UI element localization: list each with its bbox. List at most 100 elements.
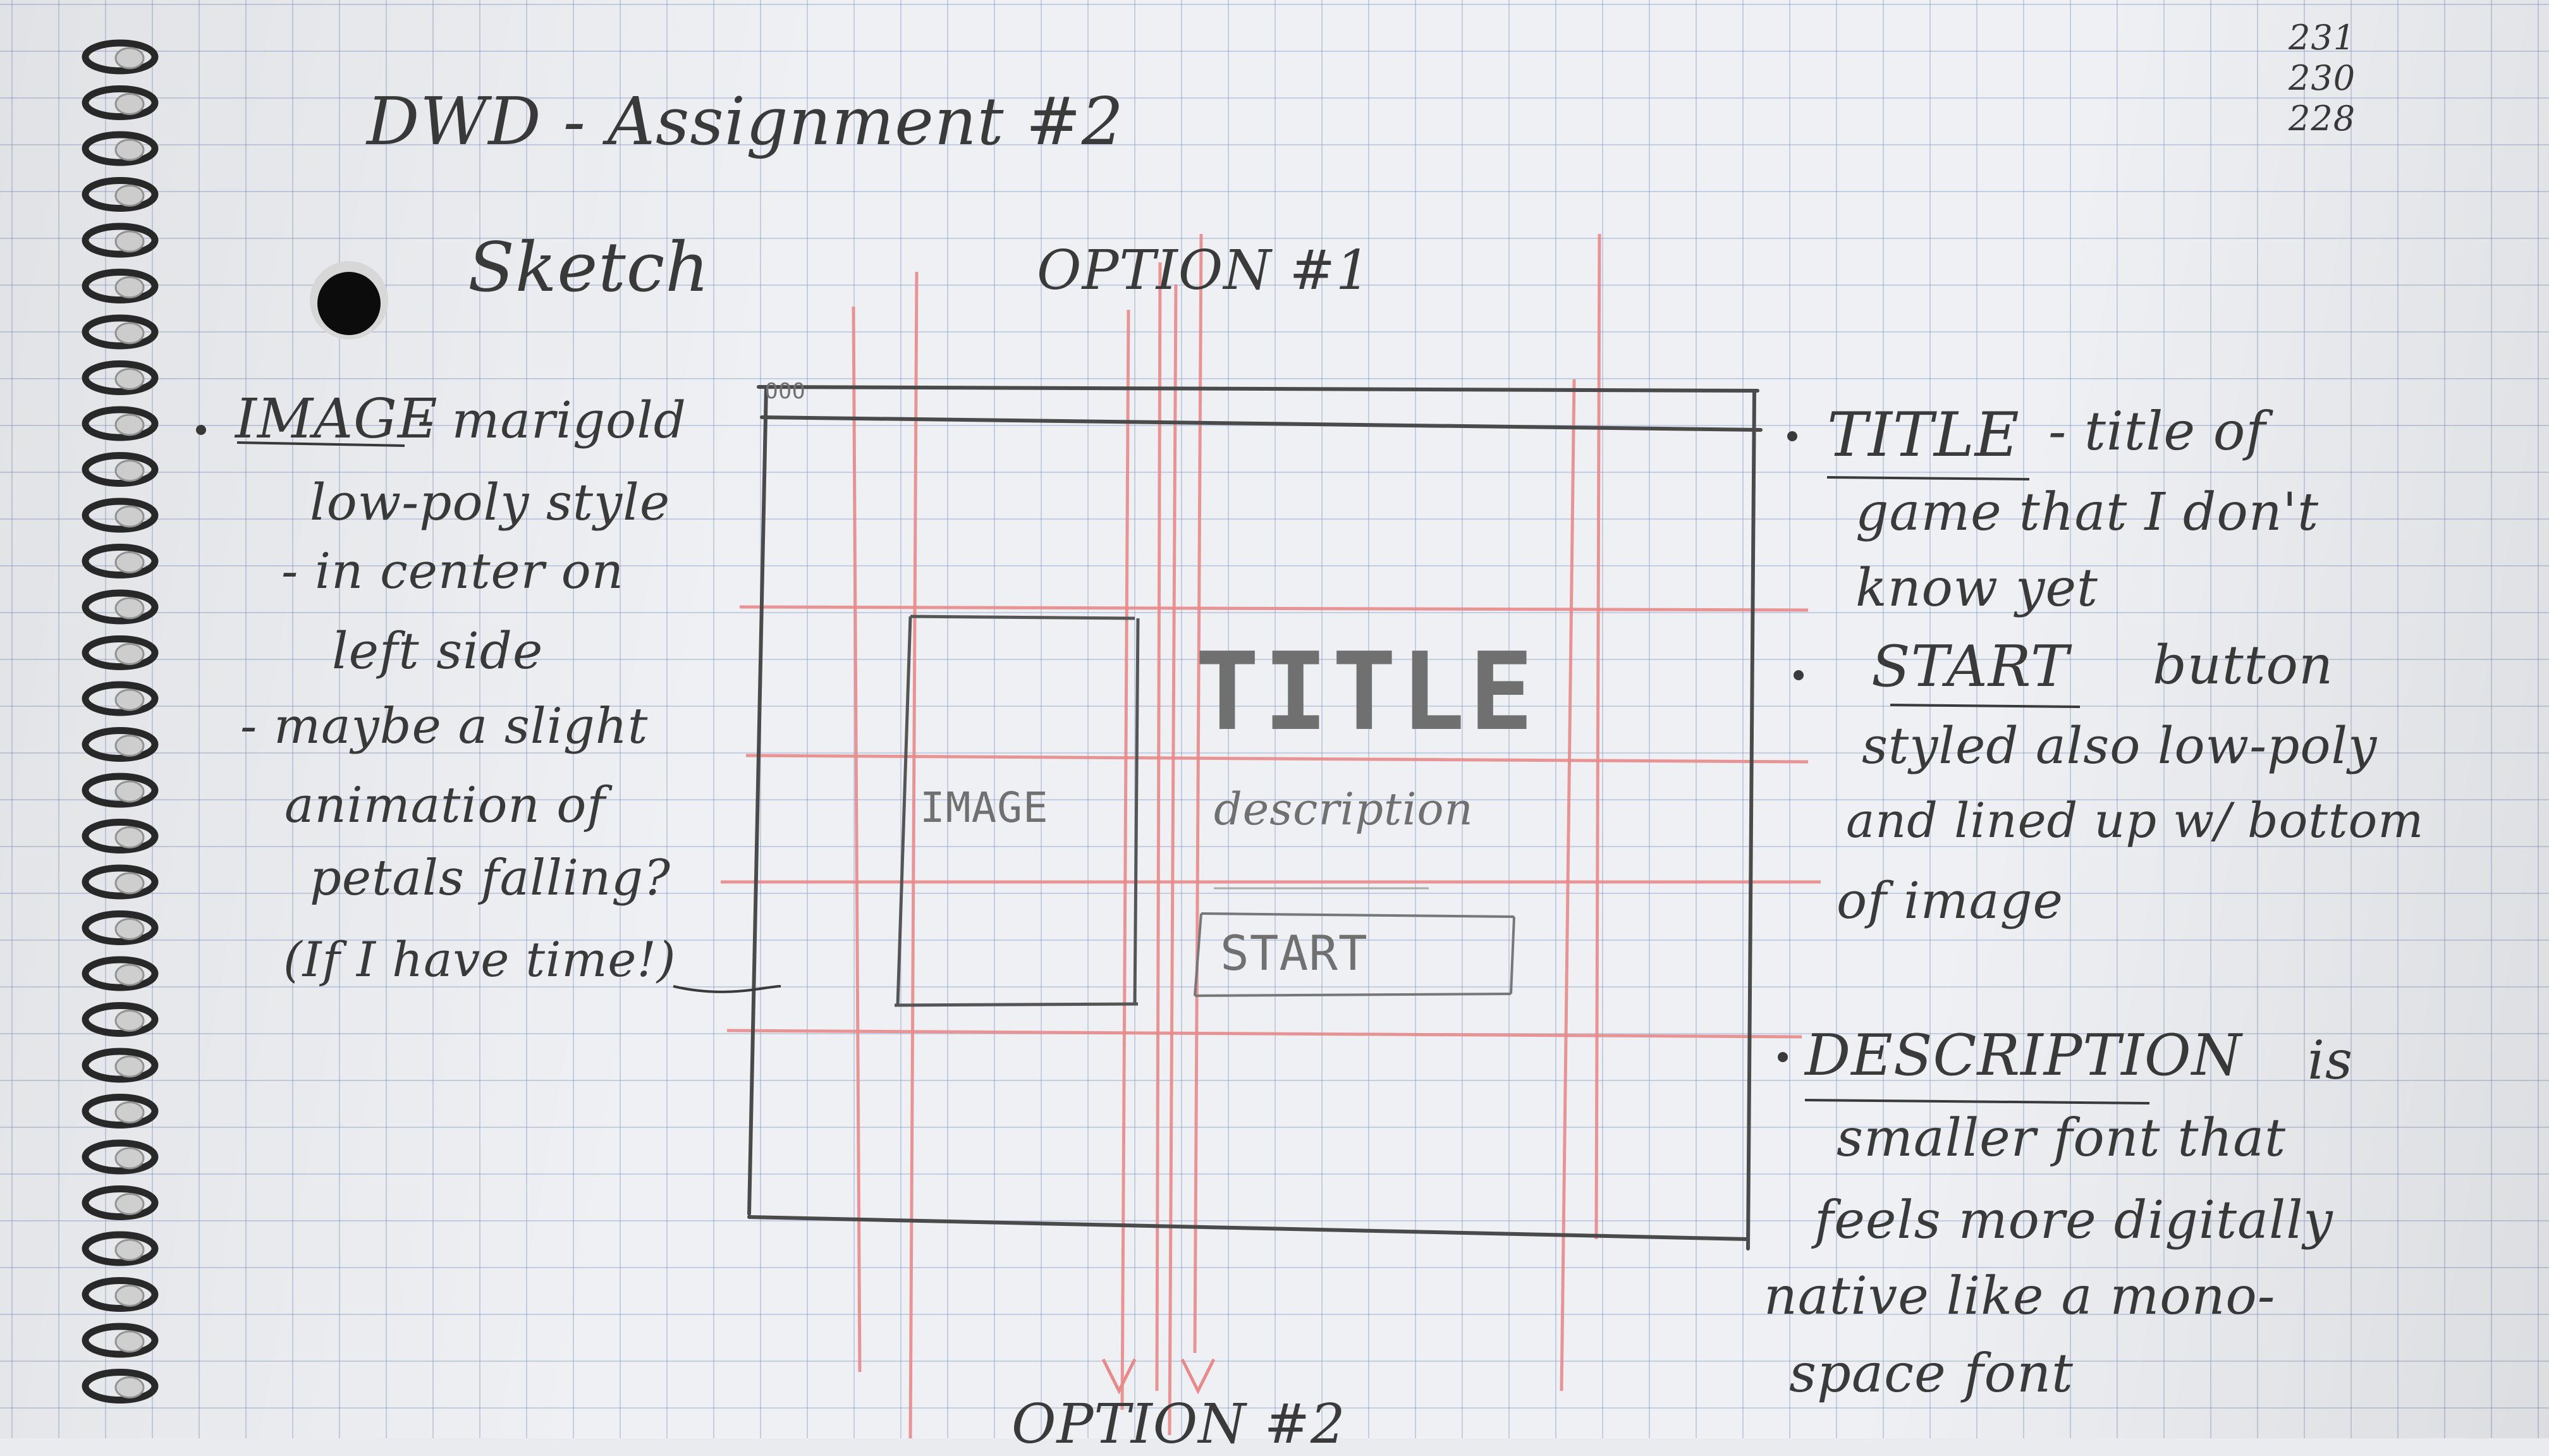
note-description-line: space font bbox=[1789, 1342, 2074, 1404]
note-description-heading: DESCRIPTION bbox=[1805, 1022, 2242, 1089]
spiral-coil bbox=[82, 589, 159, 625]
binding-hole bbox=[114, 505, 145, 528]
binding-hole bbox=[114, 964, 145, 986]
note-start-heading: START bbox=[1871, 633, 2069, 700]
spiral-coil bbox=[82, 727, 159, 762]
spiral-coil bbox=[82, 1185, 159, 1220]
spiral-coil bbox=[82, 1369, 159, 1404]
browser-dots-icon: OOO bbox=[765, 379, 806, 404]
spiral-coil bbox=[82, 1231, 159, 1266]
corner-number: 230 bbox=[2289, 58, 2356, 98]
binding-hole bbox=[114, 1147, 145, 1170]
binding-hole bbox=[114, 597, 145, 620]
page-corner-numbers: 231 230 228 bbox=[2289, 18, 2377, 139]
binding-hole bbox=[114, 1330, 145, 1353]
binding-hole bbox=[114, 276, 145, 298]
punched-hole bbox=[317, 272, 381, 335]
spiral-coil bbox=[82, 131, 159, 166]
binding-hole bbox=[114, 413, 145, 436]
note-image-line: animation of bbox=[284, 777, 606, 834]
spiral-coil bbox=[82, 406, 159, 441]
binding-hole bbox=[114, 872, 145, 895]
binding-hole bbox=[114, 47, 145, 70]
spiral-coil bbox=[82, 681, 159, 716]
binding-hole bbox=[114, 688, 145, 711]
binding-hole bbox=[114, 1101, 145, 1123]
spiral-coil bbox=[82, 1048, 159, 1083]
note-description-line: smaller font that bbox=[1837, 1108, 2287, 1168]
spiral-coil bbox=[82, 773, 159, 808]
note-description-line: is bbox=[2308, 1029, 2353, 1091]
underlines bbox=[236, 441, 2150, 1104]
binding-hole bbox=[114, 1239, 145, 1261]
wireframe-title-label: TITLE bbox=[1195, 630, 1537, 755]
binding-hole bbox=[114, 1010, 145, 1032]
note-image-line: (If I have time!) bbox=[283, 931, 676, 988]
spiral-coil bbox=[82, 544, 159, 578]
spiral-coil bbox=[82, 1002, 159, 1037]
red-arrow-heads bbox=[1101, 1358, 1216, 1395]
spiral-coil bbox=[82, 360, 159, 395]
spiral-coil bbox=[82, 819, 159, 853]
spiral-coil bbox=[82, 177, 159, 212]
spiral-coil bbox=[82, 314, 159, 350]
note-start-line: of image bbox=[1837, 871, 2063, 930]
wireframe-start-label: START bbox=[1220, 925, 1368, 981]
binding-hole bbox=[114, 1055, 145, 1078]
red-guides-vertical bbox=[852, 233, 1601, 1438]
option-2-label: OPTION #2 bbox=[1012, 1393, 1346, 1456]
note-start-line: and lined up w/ bottom bbox=[1846, 792, 2424, 848]
spiral-coil bbox=[82, 1139, 159, 1175]
wireframe-image-label: IMAGE bbox=[920, 783, 1049, 832]
red-guides-horizontal bbox=[721, 605, 1821, 1039]
spiral-coil bbox=[82, 635, 159, 670]
page-header: DWD - Assignment #2 bbox=[367, 83, 1124, 160]
binding-hole bbox=[114, 138, 145, 161]
bullet-dots bbox=[196, 425, 1804, 1062]
binding-hole bbox=[114, 185, 145, 207]
note-title-heading: TITLE bbox=[1827, 400, 2020, 470]
spiral-coil bbox=[82, 864, 159, 900]
note-image-line: - maybe a slight bbox=[240, 698, 649, 755]
note-image-line: low-poly style bbox=[310, 473, 671, 532]
scribble-mark bbox=[673, 985, 781, 993]
binding-hole bbox=[114, 1193, 145, 1215]
browser-window-frame bbox=[747, 385, 1763, 1251]
note-image-line: - marigold bbox=[417, 391, 687, 450]
binding-hole bbox=[114, 1285, 145, 1307]
spiral-coil bbox=[82, 1323, 159, 1358]
binding-hole bbox=[114, 918, 145, 940]
image-placeholder-box bbox=[894, 615, 1140, 1007]
note-start-line: styled also low-poly bbox=[1862, 716, 2378, 775]
note-title-line: know yet bbox=[1855, 558, 2098, 618]
section-heading: Sketch bbox=[468, 228, 710, 307]
wireframe-description-label: description bbox=[1214, 783, 1474, 835]
note-description-line: native like a mono- bbox=[1764, 1266, 2276, 1326]
note-title-line: - title of bbox=[2048, 400, 2266, 462]
note-image-line: - in center on bbox=[281, 543, 624, 600]
binding-hole bbox=[114, 780, 145, 803]
spiral-coil bbox=[82, 223, 159, 258]
spiral-coil bbox=[82, 452, 159, 487]
spiral-coil bbox=[82, 498, 159, 533]
note-image-line: left side bbox=[332, 621, 544, 680]
binding-hole bbox=[114, 93, 145, 115]
corner-number: 228 bbox=[2289, 99, 2356, 138]
spiral-coil bbox=[82, 39, 159, 75]
option-1-label: OPTION #1 bbox=[1037, 239, 1371, 302]
binding-hole bbox=[114, 460, 145, 482]
binding-hole bbox=[114, 735, 145, 757]
binding-hole bbox=[114, 551, 145, 573]
corner-number: 231 bbox=[2289, 18, 2356, 58]
spiral-coil bbox=[82, 910, 159, 945]
binding-hole bbox=[114, 643, 145, 665]
binding-hole bbox=[114, 322, 145, 345]
spiral-coil bbox=[82, 1094, 159, 1129]
note-description-line: feels more digitally bbox=[1814, 1190, 2333, 1251]
start-button-box bbox=[1194, 912, 1515, 997]
binding-hole bbox=[114, 368, 145, 390]
note-start-line: button bbox=[2153, 634, 2334, 696]
